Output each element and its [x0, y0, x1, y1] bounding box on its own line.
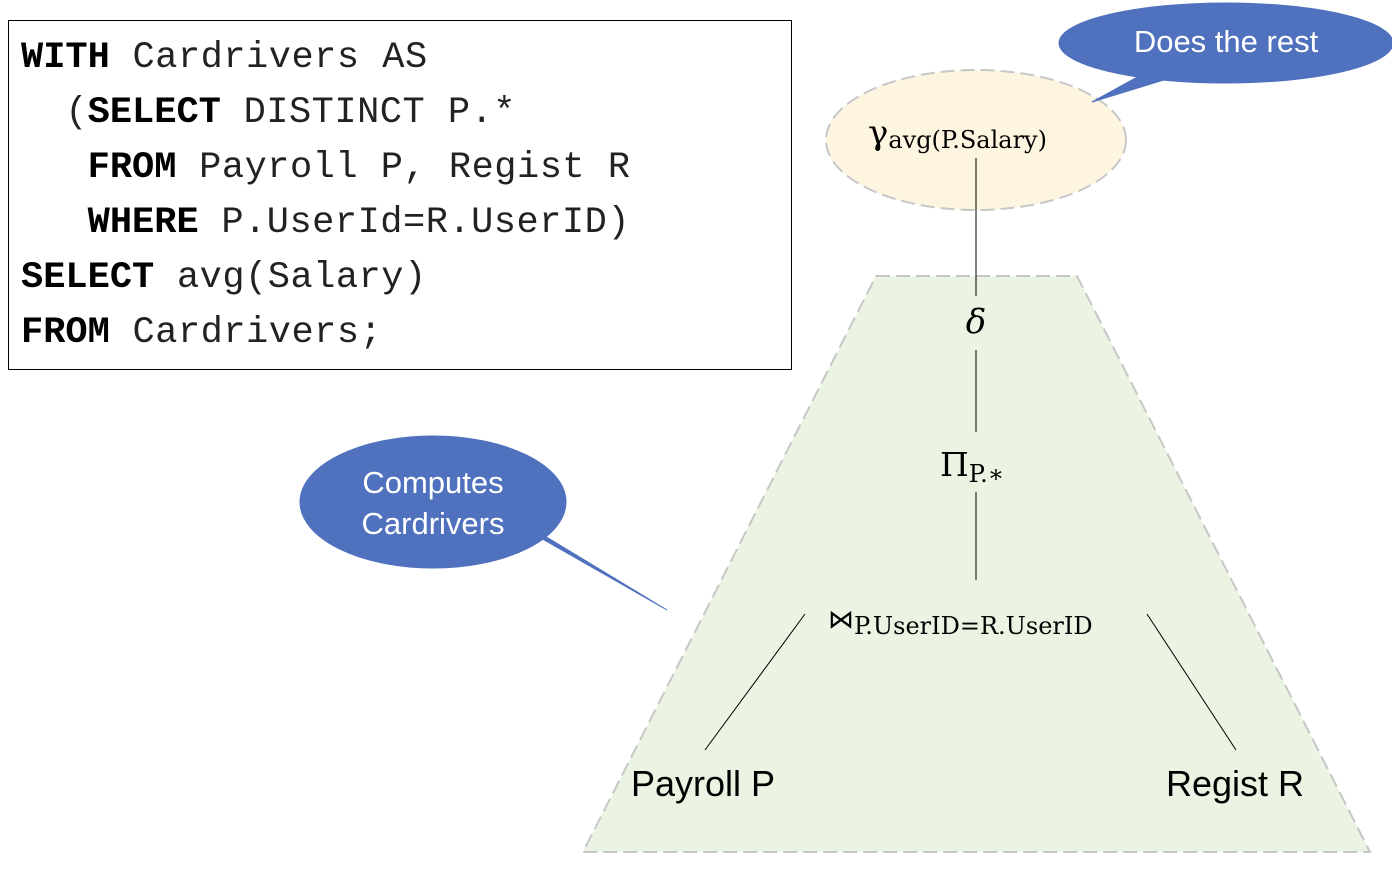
join-operator: ⋈P.UserID=R.UserID [828, 605, 1093, 640]
callout-does-the-rest: Does the rest [1058, 2, 1392, 103]
callout-left-text-line2: Cardrivers [362, 506, 505, 541]
code-line-3: FROM Payroll P, Regist R [21, 150, 631, 187]
code-text: P.UserId=R.UserID) [198, 202, 631, 244]
callout-computes-cardrivers: Computes Cardrivers [299, 435, 668, 611]
delta-operator: δ [966, 302, 986, 342]
gamma-ellipse [825, 69, 1127, 211]
code-text: Cardrivers; [109, 312, 383, 354]
sql-code-box: WITH Cardrivers AS (SELECT DISTINCT P.* … [8, 20, 792, 370]
code-text: Payroll P, Regist R [176, 147, 631, 189]
code-keyword: WITH [21, 37, 110, 79]
code-text: DISTINCT P.* [220, 92, 517, 134]
code-line-2: (SELECT DISTINCT P.* [21, 92, 517, 134]
code-keyword: SELECT [21, 257, 155, 299]
relation-payroll: Payroll P [631, 763, 775, 804]
projection-operator: ΠP.∗ [940, 445, 1004, 488]
code-keyword: FROM [87, 147, 177, 189]
code-keyword: WHERE [87, 202, 199, 244]
code-keyword: FROM [21, 312, 110, 354]
callout-top-bubble [1058, 2, 1392, 84]
gamma-operator: γavg(P.Salary) [868, 113, 1047, 154]
edge-join-right [1146, 613, 1237, 751]
code-line-1: WITH Cardrivers AS [21, 40, 428, 77]
relation-regist: Regist R [1166, 763, 1304, 804]
code-line-4: WHERE P.UserId=R.UserID) [21, 205, 630, 242]
code-line-6: FROM Cardrivers; [21, 315, 382, 352]
code-text: avg(Salary) [154, 257, 427, 299]
code-keyword: SELECT [87, 92, 221, 134]
callout-left-text-line1: Computes [362, 465, 503, 500]
code-text: Cardrivers AS [109, 37, 428, 79]
callout-left-tail [529, 531, 668, 611]
callout-top-text: Does the rest [1134, 24, 1319, 59]
edge-join-left [704, 613, 806, 751]
code-line-5: SELECT avg(Salary) [21, 260, 427, 297]
callout-left-bubble [299, 435, 567, 569]
